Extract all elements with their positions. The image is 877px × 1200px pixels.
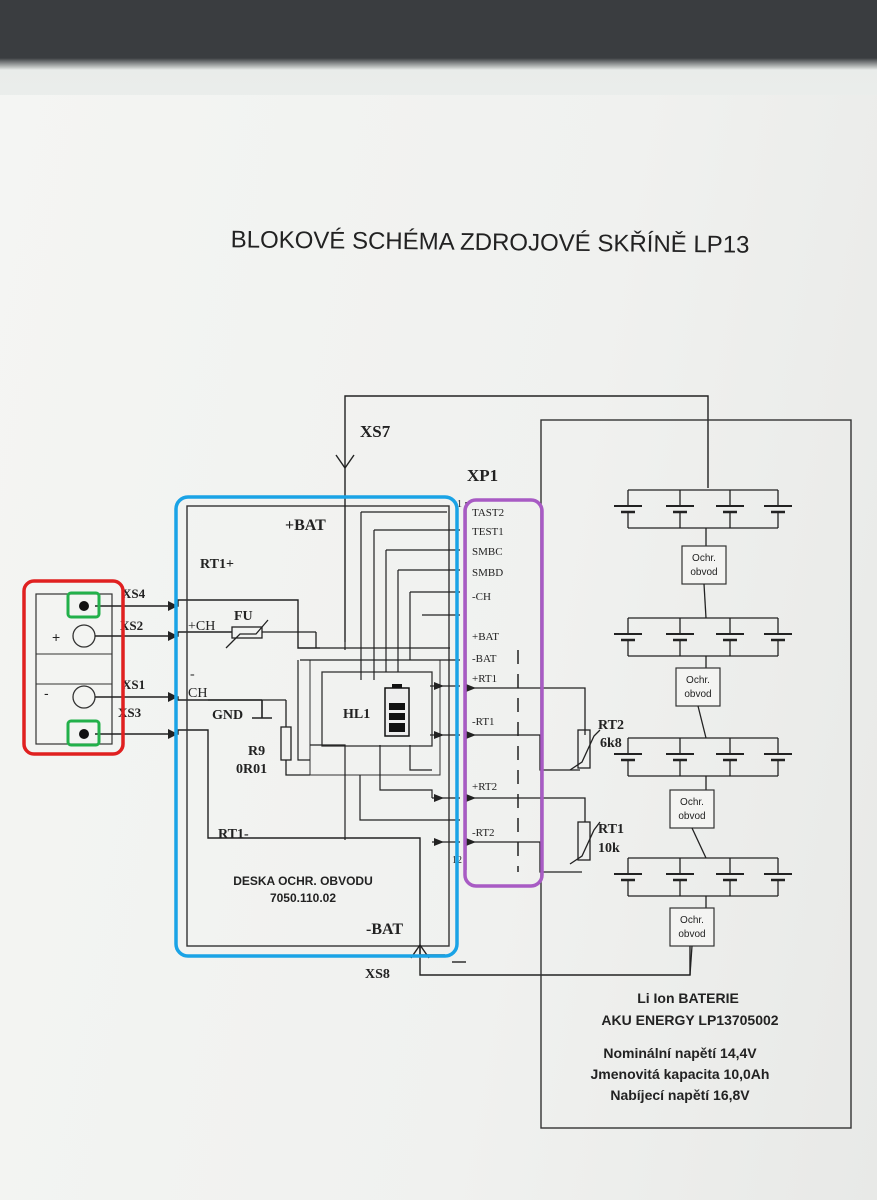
r9-value: 0R01 bbox=[236, 762, 267, 777]
series-link bbox=[697, 705, 707, 739]
fuse-symbol bbox=[225, 619, 317, 649]
xp1-arrows bbox=[466, 684, 476, 846]
protection-circuit-box bbox=[675, 667, 721, 707]
xp1-pin-label: +RT2 bbox=[472, 781, 497, 793]
xp1-pin-label: TAST2 bbox=[472, 507, 504, 519]
green-highlight-xs4 bbox=[66, 591, 101, 619]
rt2-thermistor bbox=[569, 729, 601, 771]
battery-spec-nominal: Nominální napětí 14,4V bbox=[603, 1045, 757, 1061]
xp1-pin-label: SMBD bbox=[472, 567, 503, 579]
xp1-pin-label: -RT1 bbox=[472, 716, 495, 728]
xp1-label: XP1 bbox=[467, 466, 498, 485]
xp1-pin-1: 1 bbox=[457, 499, 462, 510]
battery-name-line1: Li Ion BATERIE bbox=[637, 990, 739, 1006]
gnd-symbol bbox=[252, 700, 272, 719]
green-highlight-xs3 bbox=[66, 719, 101, 747]
input-leads bbox=[95, 599, 445, 956]
xs2-label: XS2 bbox=[120, 618, 143, 633]
obvod-label: obvod bbox=[678, 929, 705, 940]
xs3-pin-dot bbox=[79, 729, 89, 739]
thermistor-wiring bbox=[466, 687, 586, 873]
cell-group bbox=[614, 617, 792, 668]
rt2-label: RT2 bbox=[598, 718, 624, 733]
rt1-label: RT1 bbox=[598, 822, 624, 837]
ochr-label: Ochr. bbox=[680, 915, 704, 926]
purple-highlight-box bbox=[463, 498, 544, 888]
board-name-line2: 7050.110.02 bbox=[270, 891, 336, 905]
battery-spec-charging: Nabíjecí napětí 16,8V bbox=[610, 1087, 750, 1103]
protection-circuit-box bbox=[669, 789, 715, 829]
board-arrows bbox=[434, 682, 444, 846]
xs4-pin-dot bbox=[79, 601, 89, 611]
protection-circuit-box bbox=[681, 545, 727, 585]
xp1-pin-label: SMBC bbox=[472, 546, 503, 558]
rt1-minus-label: RT1- bbox=[218, 827, 249, 842]
xs8-feed bbox=[410, 943, 691, 976]
xp1-pin-label: -CH bbox=[472, 591, 491, 603]
obvod-label: obvod bbox=[678, 811, 705, 822]
plus-sign: + bbox=[52, 629, 60, 645]
battery-name-line2: AKU ENERGY LP13705002 bbox=[601, 1012, 778, 1028]
input-arrows bbox=[168, 601, 178, 739]
xs8-label: XS8 bbox=[365, 967, 390, 982]
rt1-plus-label: RT1+ bbox=[200, 557, 234, 572]
blue-highlight-box bbox=[174, 495, 459, 958]
cell-group bbox=[614, 737, 792, 790]
xs2-socket bbox=[72, 624, 96, 648]
battery-spec-capacity: Jmenovitá kapacita 10,0Ah bbox=[591, 1066, 770, 1082]
xs1-label: XS1 bbox=[122, 677, 145, 692]
xs7-feed bbox=[335, 395, 709, 642]
minus-bat-label: -BAT bbox=[366, 921, 403, 938]
board-wiring bbox=[297, 511, 460, 843]
r9-resistor bbox=[208, 699, 310, 776]
red-highlight-box bbox=[22, 579, 125, 756]
xp1-pin-label: TEST1 bbox=[472, 526, 504, 538]
rt2-value: 6k8 bbox=[600, 736, 622, 751]
board-name-line1: DESKA OCHR. OBVODU bbox=[233, 874, 373, 888]
obvod-label: obvod bbox=[690, 567, 717, 578]
ochr-label: Ochr. bbox=[686, 675, 710, 686]
ch-label: CH bbox=[188, 686, 207, 701]
gnd-label: GND bbox=[212, 708, 243, 723]
minus-ch-label: - bbox=[190, 667, 195, 682]
ochr-label: Ochr. bbox=[680, 797, 704, 808]
xp1-pin-label: +BAT bbox=[472, 631, 499, 643]
plus-ch-label: +CH bbox=[188, 619, 215, 634]
xs4-label: XS4 bbox=[122, 586, 146, 601]
obvod-label: obvod bbox=[684, 689, 711, 700]
diagram-title: BLOKOVÉ SCHÉMA ZDROJOVÉ SKŘÍNĚ LP13 bbox=[231, 226, 750, 258]
xp1-pin-label: -RT2 bbox=[472, 827, 495, 839]
rt1-thermistor bbox=[569, 821, 601, 865]
ochr-label: Ochr. bbox=[692, 553, 716, 564]
series-link bbox=[703, 583, 707, 619]
series-link bbox=[691, 827, 707, 859]
cell-group bbox=[614, 857, 792, 908]
hl1-label: HL1 bbox=[343, 707, 370, 722]
xp1-pin-label: -BAT bbox=[472, 653, 497, 665]
r9-label: R9 bbox=[248, 744, 265, 759]
plus-bat-label: +BAT bbox=[285, 517, 326, 534]
cell-group bbox=[614, 489, 792, 546]
protection-circuit-box bbox=[669, 907, 715, 947]
fu-label: FU bbox=[234, 609, 253, 624]
protection-board bbox=[186, 505, 450, 947]
series-link bbox=[689, 945, 693, 976]
xs7-label: XS7 bbox=[360, 422, 391, 441]
xp1-pin-label: +RT1 bbox=[472, 673, 497, 685]
minus-sign: - bbox=[44, 685, 49, 701]
xs1-socket bbox=[72, 685, 96, 709]
rt1-value: 10k bbox=[598, 841, 620, 856]
hl1-block: HL1 bbox=[309, 659, 441, 776]
